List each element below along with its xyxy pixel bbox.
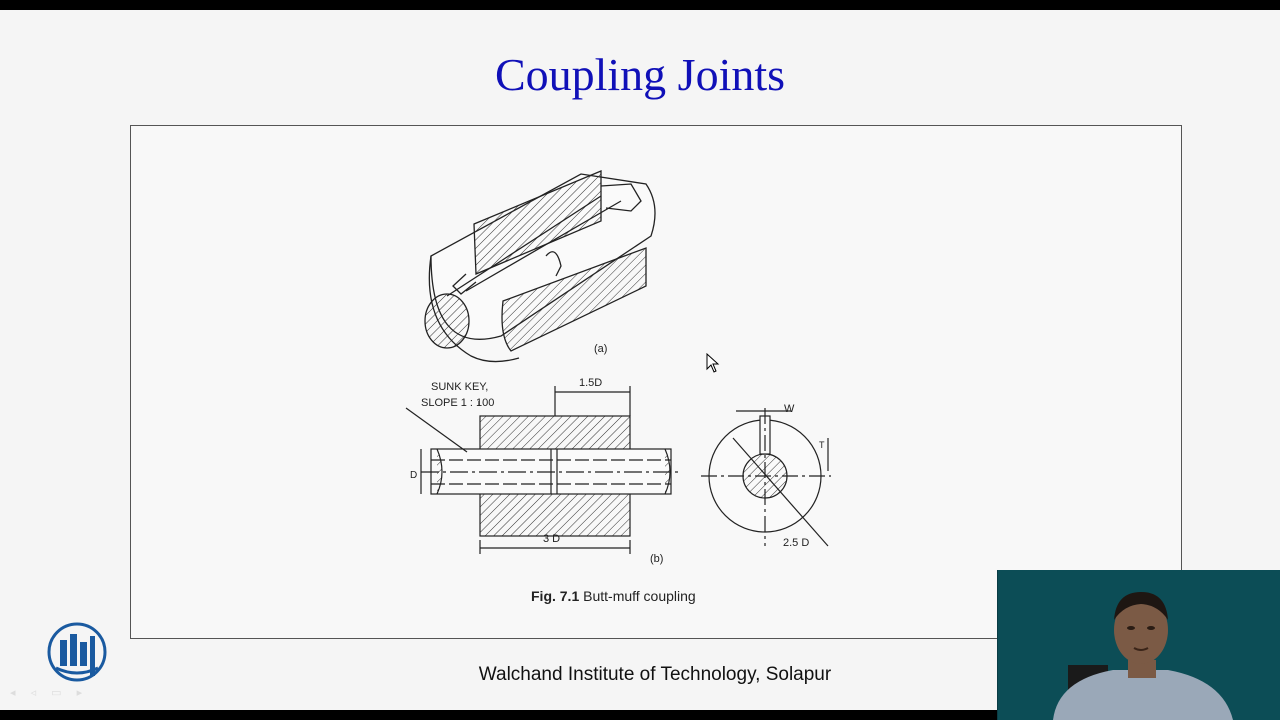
sunk-key-label-line1: SUNK KEY, (431, 381, 488, 393)
caption-text: Butt-muff coupling (583, 588, 696, 604)
isometric-view (424, 170, 656, 363)
label-b: (b) (650, 553, 663, 565)
dim-t-label: T (819, 440, 825, 450)
end-view (701, 408, 831, 547)
dim-2-5d-label: 2.5 D (783, 537, 809, 549)
dim-w-label: W (784, 403, 795, 415)
slide-title: Coupling Joints (494, 49, 786, 100)
label-a: (a) (594, 343, 607, 355)
dim-3d-label: 3 D (543, 533, 560, 545)
sectional-view (405, 386, 681, 554)
figure-frame: (a) (130, 125, 1182, 639)
sunk-key-label-line2: SLOPE 1 : 100 (421, 397, 494, 409)
presenter-webcam (997, 570, 1280, 720)
figure-caption: Fig. 7.1 Butt-muff coupling (531, 588, 711, 604)
dim-1-5d-label: 1.5D (579, 377, 602, 389)
wit-logo-icon (46, 616, 108, 688)
presentation-slide: Coupling Joints (0, 10, 1280, 710)
slide-footer: Walchand Institute of Technology, Solapu… (478, 664, 832, 685)
dim-d-label: D (410, 470, 417, 481)
mouse-pointer-icon (706, 352, 720, 378)
slide-nav-controls[interactable]: ◂ ◃ ▭ ▸ (10, 687, 89, 699)
caption-fig-number: Fig. 7.1 (531, 588, 580, 604)
butt-muff-coupling-drawing: (a) (405, 170, 831, 565)
